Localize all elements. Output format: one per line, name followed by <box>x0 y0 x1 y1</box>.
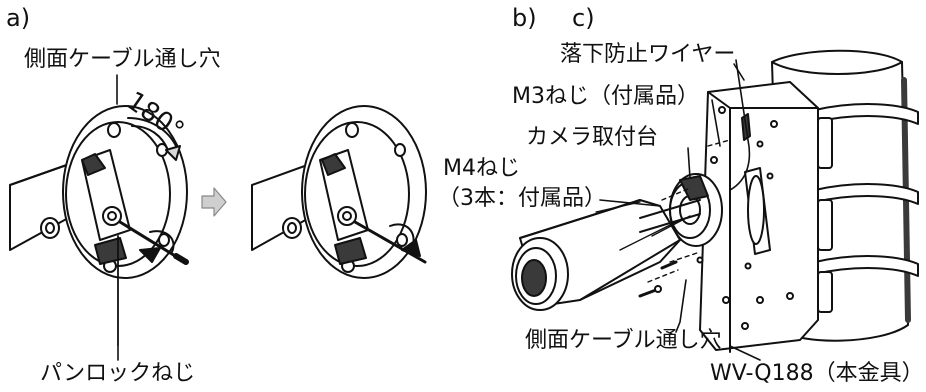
side-cable-hole-label-c: 側面ケーブル通し穴 <box>525 328 722 353</box>
process-arrow <box>201 187 227 217</box>
camera-mount-base <box>669 173 723 247</box>
section-label-c: c) <box>572 4 595 32</box>
camera-mount-label: カメラ取付台 <box>526 125 659 150</box>
safety-wire-label: 落下防止ワイヤー <box>560 42 736 67</box>
mount-base-left <box>9 105 189 346</box>
rotation-arrow <box>127 117 181 161</box>
side-cable-hole-label-a: 側面ケーブル通し穴 <box>24 47 221 72</box>
section-label-b: b) <box>512 4 537 32</box>
camera-body <box>511 199 701 311</box>
pole-bands <box>814 103 919 313</box>
m4-screw-label: M4ねじ <box>443 156 520 181</box>
safety-wire <box>729 59 751 191</box>
pan-lock-screw-label: パンロックねじ <box>40 361 196 386</box>
m4-screw-qty-label: （3本：付属品） <box>438 186 606 211</box>
m3-screw-label: M3ねじ（付属品） <box>512 84 699 109</box>
mount-base-right <box>251 105 427 279</box>
leaders-right <box>599 63 761 361</box>
bracket-model-label: WV-Q188（本金具） <box>710 361 924 386</box>
bracket-plate <box>699 81 819 353</box>
section-label-a: a) <box>6 4 31 32</box>
